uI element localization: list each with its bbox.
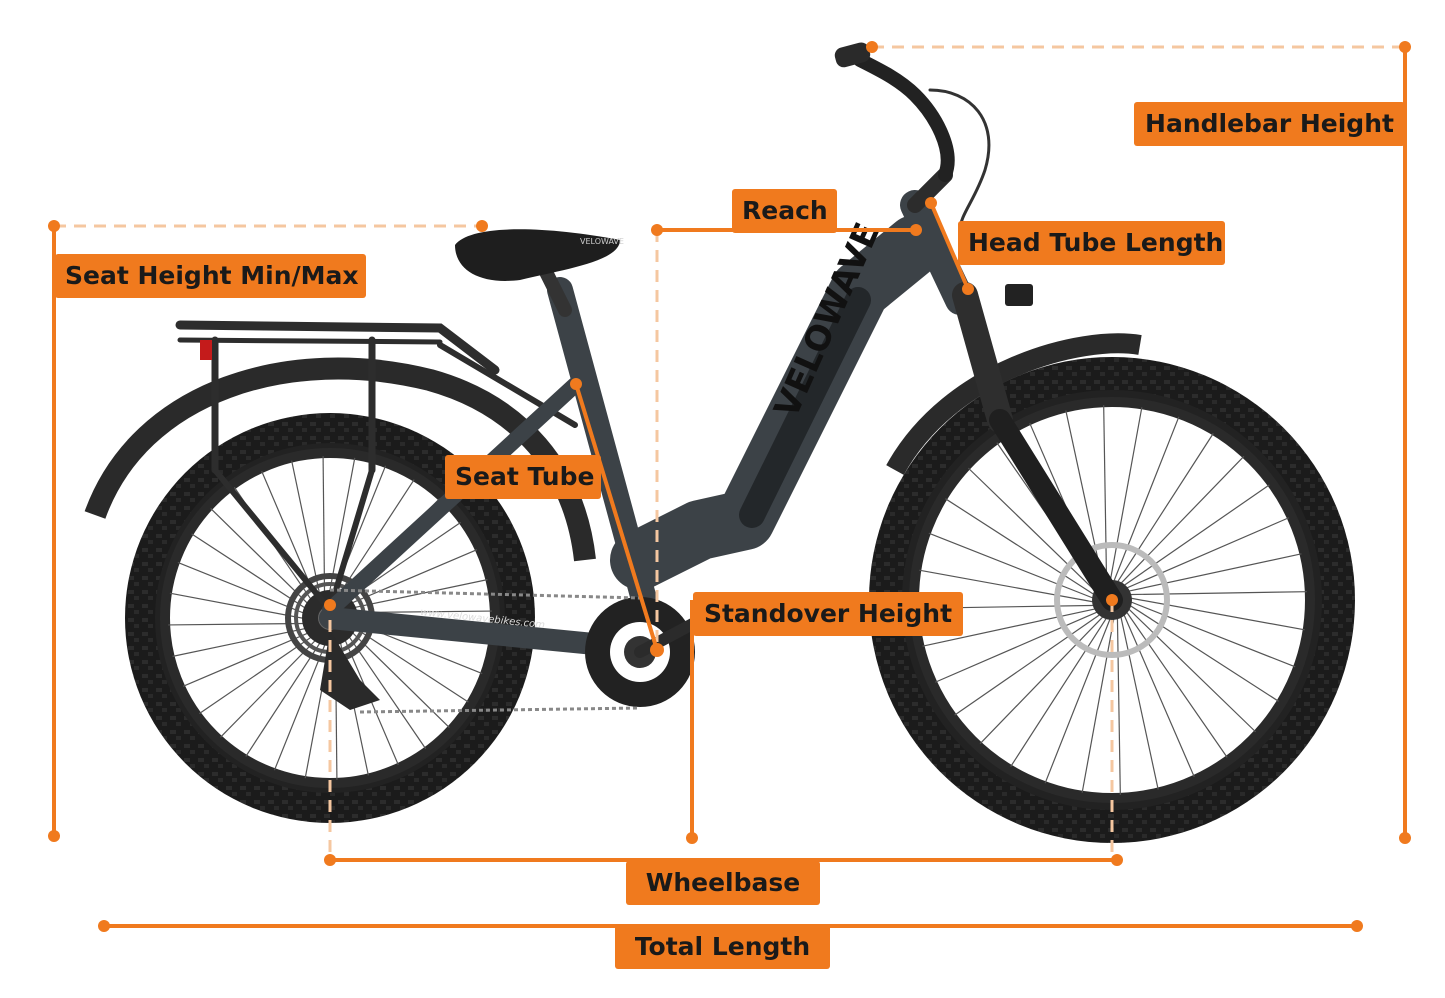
label-reach: Reach [732,189,837,233]
label-standover-height: Standover Height [693,592,963,636]
label-total-length: Total Length [615,925,830,969]
label-handlebar-height: Handlebar Height [1134,102,1405,146]
dimension-guides [52,45,1407,928]
front-fender [886,333,1142,475]
crankset [585,597,706,707]
label-seat-tube: Seat Tube [445,455,601,499]
front-fork [952,282,1123,611]
handlebar [834,42,991,232]
rear-light [200,340,212,360]
saddle-brand: VELOWAVE [580,237,624,246]
headlight [1005,284,1033,306]
label-wheelbase: Wheelbase [626,861,820,905]
dimension-points [48,41,1411,932]
label-seat-height: Seat Height Min/Max [55,254,366,298]
label-head-tube-length: Head Tube Length [958,221,1225,265]
saddle [455,229,620,281]
seat-post [538,263,572,317]
